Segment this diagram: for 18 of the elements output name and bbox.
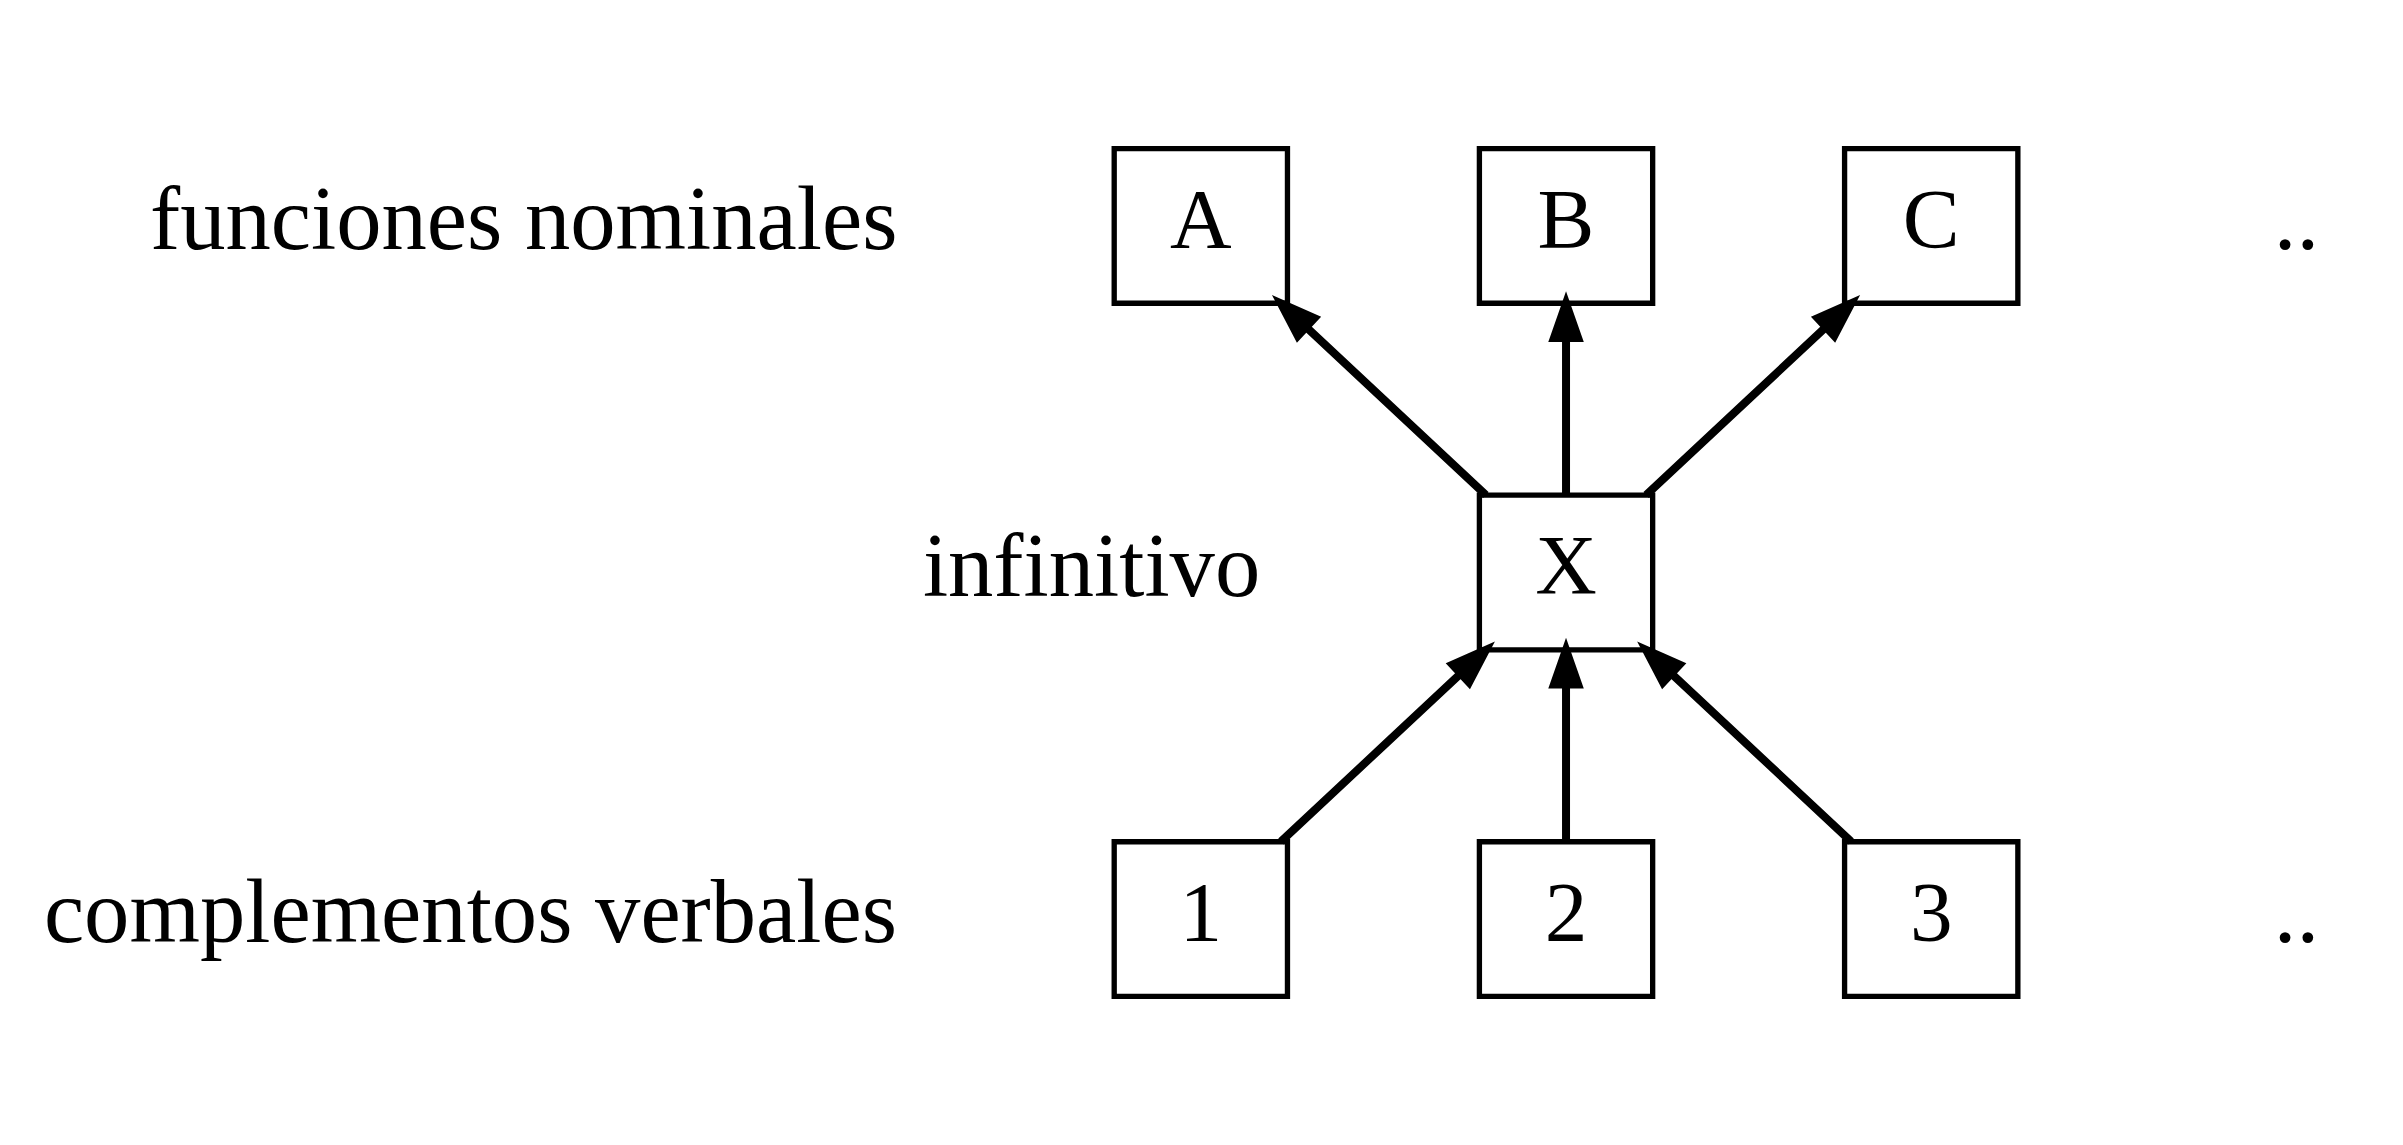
node-box: 2 — [1476, 839, 1656, 999]
arrow — [1548, 291, 1584, 495]
node-box: 3 — [1841, 839, 2021, 999]
node-box: 1 — [1111, 839, 1291, 999]
label: .. — [2273, 168, 2320, 270]
label: .. — [2273, 861, 2320, 963]
arrow — [1271, 295, 1489, 498]
node-box: C — [1841, 146, 2021, 306]
node-label: infinitivo — [922, 514, 1261, 616]
arrow — [1643, 295, 1861, 498]
label: funciones nominales — [150, 168, 898, 270]
arrow — [1637, 641, 1854, 845]
arrow — [1278, 641, 1495, 845]
node-box: B — [1476, 146, 1656, 306]
node-box: A — [1111, 146, 1291, 306]
label: complementos verbales — [43, 861, 897, 963]
node-box: X — [1476, 492, 1656, 653]
arrow — [1548, 637, 1584, 842]
